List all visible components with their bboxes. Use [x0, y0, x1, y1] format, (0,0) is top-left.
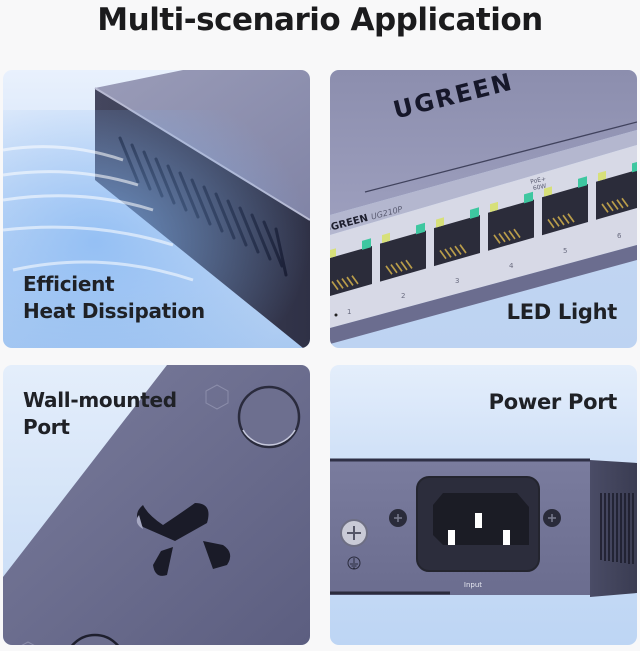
port-number-3: 3: [455, 277, 459, 285]
page-title: Multi-scenario Application: [97, 2, 543, 38]
ethernet-ports: [330, 160, 637, 298]
port-number-6: 6: [617, 232, 622, 240]
tile-label-line2: Heat Dissipation: [23, 299, 205, 323]
tile-label: LED Light: [506, 300, 618, 324]
switch-bottom-plate-illustration: [3, 365, 310, 645]
port-number-4: 4: [509, 262, 514, 270]
tile-led-light: 1 2 3 4 5 6 UGREEN UGREEN UG210P PoE+ 60…: [330, 70, 637, 348]
tile-wall-mounted: Wall-mounted Port: [3, 365, 310, 645]
switch-front-ports-illustration: 1 2 3 4 5 6: [330, 70, 637, 344]
switch-side-vents-illustration: [3, 70, 310, 348]
tile-label: Power Port: [488, 390, 618, 414]
input-label: Input: [464, 581, 482, 589]
port-number-1: 1: [347, 308, 351, 316]
tile-label-line2: Port: [23, 415, 70, 439]
tile-heat-dissipation: Efficient Heat Dissipation: [3, 70, 310, 348]
port-number-2: 2: [401, 292, 405, 300]
tile-power-port: Input Power Port: [330, 365, 637, 645]
tile-label-line1: Wall-mounted: [23, 388, 177, 412]
switch-rear-power-illustration: Input: [330, 458, 637, 597]
tile-label-line1: Efficient: [23, 272, 115, 296]
port-number-5: 5: [563, 247, 567, 255]
